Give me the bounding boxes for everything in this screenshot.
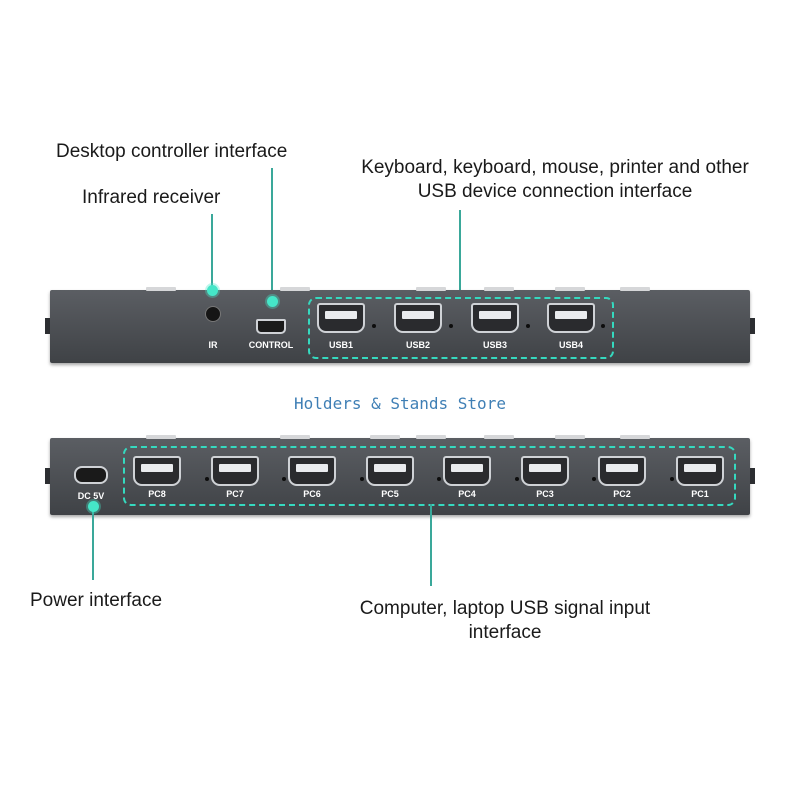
pc3-port-icon	[521, 456, 569, 486]
pc1-port-icon	[676, 456, 724, 486]
pc5-label: PC5	[381, 489, 399, 499]
control-label: CONTROL	[248, 340, 294, 350]
front-panel: IR CONTROL USB1 USB2 USB3 USB4	[50, 287, 750, 363]
pc3-label: PC3	[536, 489, 554, 499]
pc1-label: PC1	[691, 489, 709, 499]
usb2-port-icon	[394, 303, 442, 333]
usb4-port-icon	[547, 303, 595, 333]
power-leader-dot	[88, 501, 99, 512]
ir-leader-dot	[207, 285, 218, 296]
pc-input-port-group	[123, 446, 736, 506]
usb1-port-icon	[317, 303, 365, 333]
pc7-port-icon	[211, 456, 259, 486]
computer-input-callout-line2: interface	[468, 622, 542, 643]
pc2-port-icon	[598, 456, 646, 486]
ir-leader-line	[211, 214, 213, 290]
pc5-port-icon	[366, 456, 414, 486]
computer-input-leader-line	[430, 504, 432, 586]
control-port-icon	[256, 319, 286, 334]
usb-device-callout: Keyboard, keyboard, mouse, printer and o…	[345, 156, 765, 204]
dc-5v-label: DC 5V	[77, 491, 105, 501]
usb3-port-icon	[471, 303, 519, 333]
desktop-controller-callout: Desktop controller interface	[56, 141, 288, 162]
pc6-port-icon	[288, 456, 336, 486]
computer-input-callout-line1: Computer, laptop USB signal input	[359, 598, 651, 619]
usb2-label: USB2	[405, 340, 430, 350]
dc-power-port-icon	[74, 466, 108, 484]
usb4-label: USB4	[558, 340, 583, 350]
ir-receiver-icon	[205, 306, 221, 322]
power-leader-line	[92, 510, 94, 580]
pc6-label: PC6	[303, 489, 321, 499]
pc4-port-icon	[443, 456, 491, 486]
usb-device-callout-line1: Keyboard, keyboard, mouse, printer and o…	[361, 157, 749, 178]
usb1-label: USB1	[328, 340, 353, 350]
pc8-port-icon	[133, 456, 181, 486]
store-watermark: Holders & Stands Store	[294, 394, 506, 413]
usb-device-port-group	[308, 297, 614, 359]
usb-device-callout-line2: USB device connection interface	[417, 181, 693, 202]
back-panel: DC 5V PC8 PC7 PC6 PC5 PC4 PC3 PC2 PC1	[50, 435, 750, 515]
control-leader-line	[271, 168, 273, 300]
pc8-label: PC8	[148, 489, 166, 499]
computer-input-callout: Computer, laptop USB signal input interf…	[320, 597, 690, 645]
infrared-receiver-callout: Infrared receiver	[82, 187, 221, 208]
power-interface-callout: Power interface	[30, 590, 163, 611]
control-leader-dot	[267, 296, 278, 307]
pc4-label: PC4	[458, 489, 476, 499]
usb-device-leader-line	[459, 210, 461, 296]
pc2-label: PC2	[613, 489, 631, 499]
usb3-label: USB3	[482, 340, 507, 350]
pc7-label: PC7	[226, 489, 244, 499]
ir-label: IR	[208, 340, 218, 350]
